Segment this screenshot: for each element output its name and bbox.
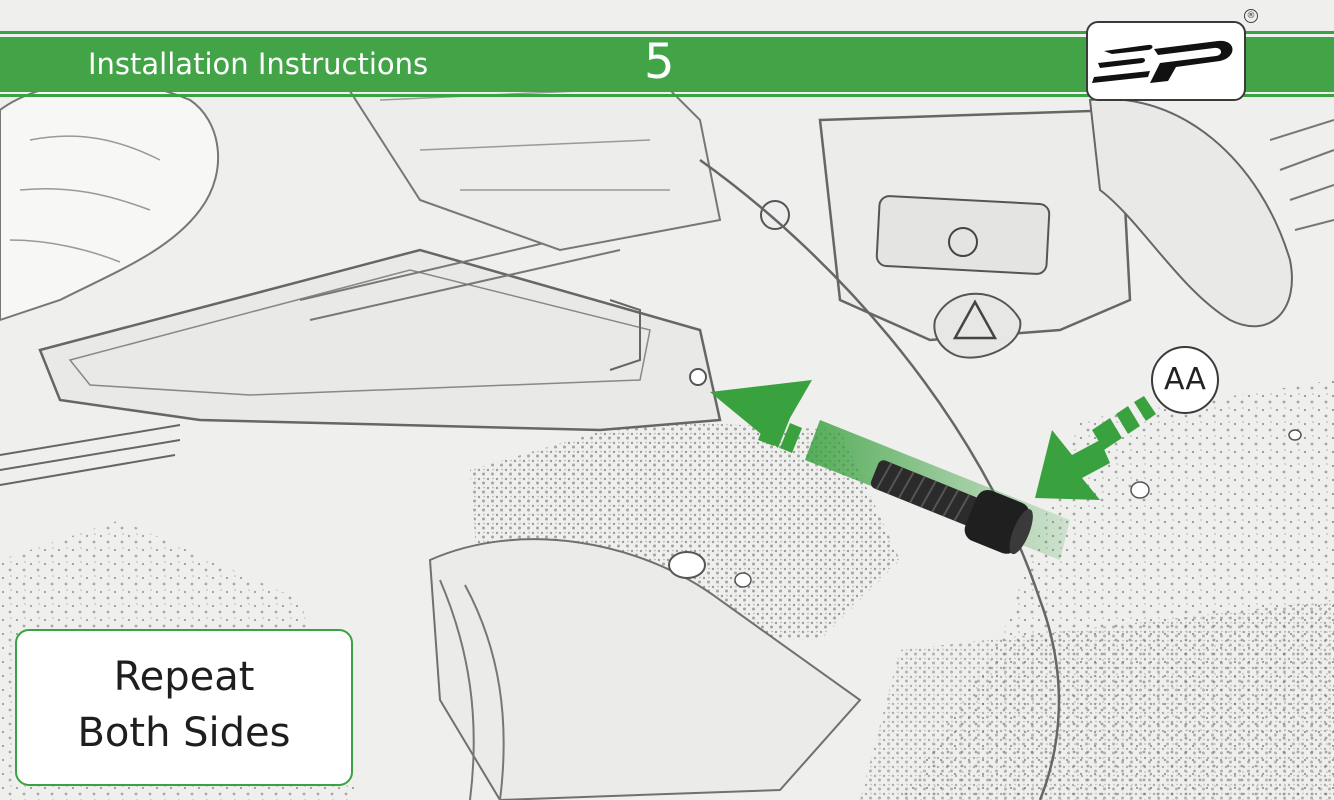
brand-logo [1086, 21, 1246, 101]
cruise-switch [876, 196, 1049, 275]
part-callout-label: AA [1151, 346, 1219, 414]
droplet-3 [1131, 482, 1149, 498]
step-number: 5 [644, 34, 675, 90]
droplet-4 [1289, 430, 1301, 440]
page-title: Installation Instructions [88, 43, 428, 85]
mount-hole [690, 369, 706, 385]
droplet-1 [669, 552, 705, 578]
registered-mark: ® [1244, 9, 1258, 23]
repeat-note: Repeat Both Sides [15, 629, 353, 786]
repeat-note-line-2: Both Sides [17, 709, 351, 757]
bolt-head-small [761, 201, 789, 229]
droplet-2 [735, 573, 751, 587]
ep-logo-icon [1088, 23, 1244, 99]
repeat-note-line-1: Repeat [17, 653, 351, 701]
